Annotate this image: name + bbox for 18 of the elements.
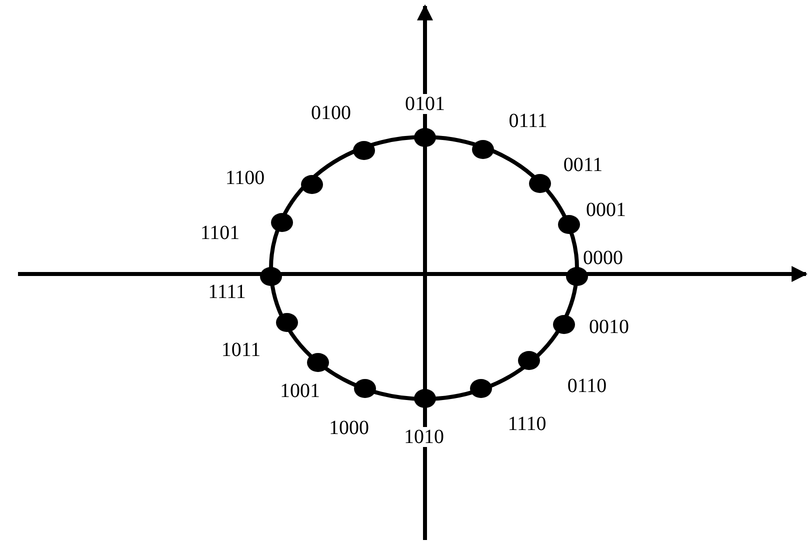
constellation-point [518, 350, 540, 370]
constellation-point [470, 378, 492, 398]
constellation-point [260, 266, 282, 286]
constellation-point [529, 174, 551, 192]
constellation-point [276, 312, 298, 332]
constellation-point [566, 266, 588, 286]
constellation-point [353, 140, 375, 160]
bit-label: 0101 [404, 94, 446, 114]
constellation-point [472, 140, 494, 158]
constellation-point [414, 388, 436, 408]
bit-label: 1010 [403, 427, 445, 447]
constellation-point [271, 212, 293, 232]
constellation-point [414, 128, 436, 146]
constellation-point [558, 214, 580, 234]
constellation-point [301, 174, 323, 194]
constellation-point [553, 314, 575, 334]
constellation-point [354, 378, 376, 398]
constellation-point [307, 352, 329, 372]
